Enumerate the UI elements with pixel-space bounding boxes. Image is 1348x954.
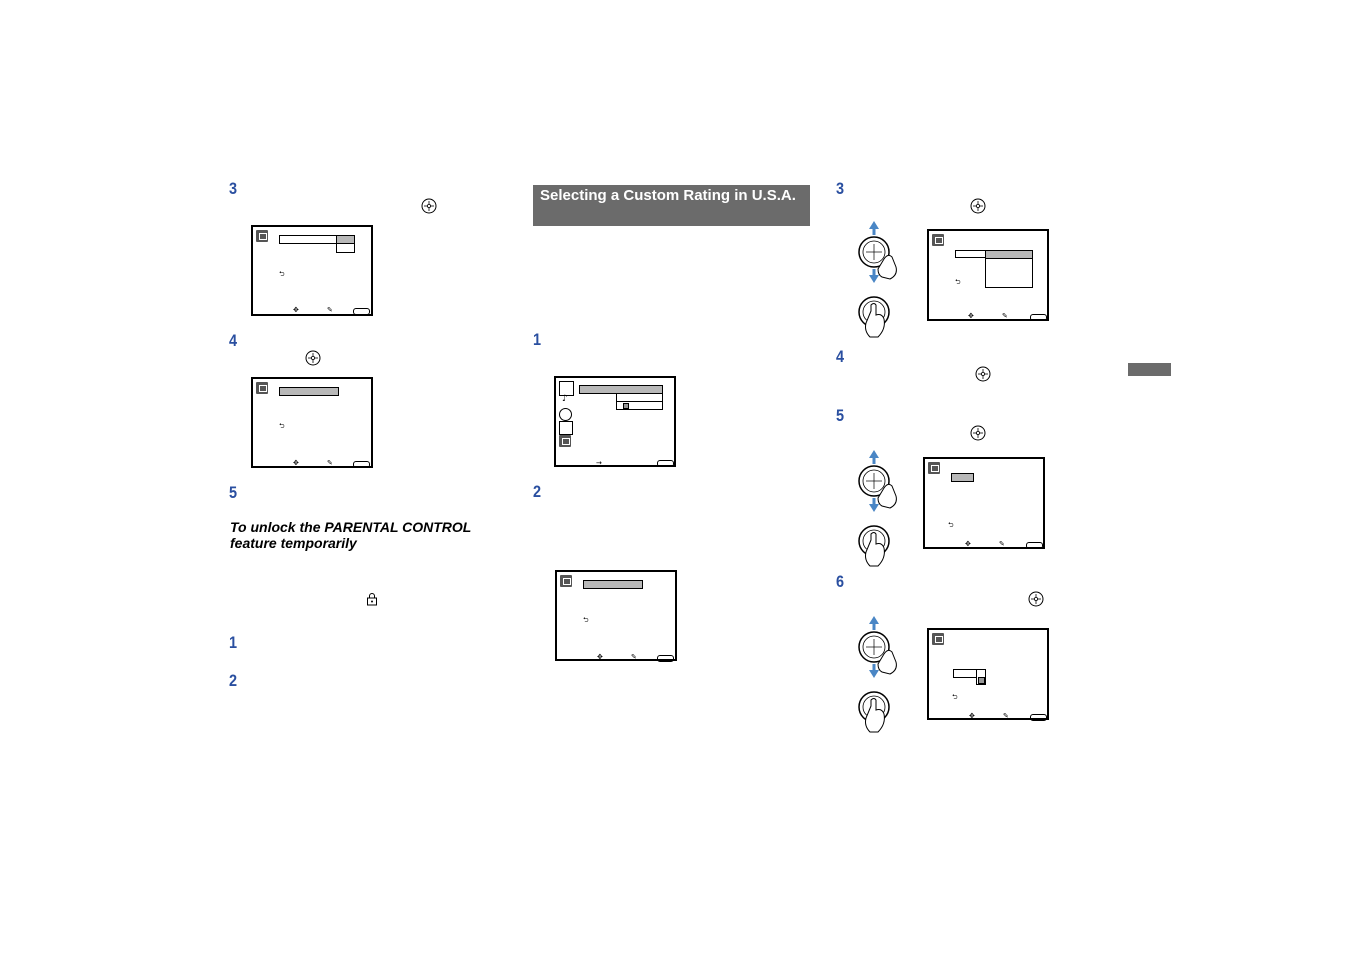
step-number: 5 [836,406,845,425]
step-number: 3 [836,179,845,198]
selected-option [951,473,974,482]
section-heading-box: Selecting a Custom Rating in U.S.A. [533,185,810,226]
step-number: 2 [229,671,238,690]
exit-pill [1030,714,1047,721]
select-small-icon: ✎ [631,653,637,661]
select-small-icon: ✎ [327,306,333,314]
joystick-small-icon: ✥ [597,653,603,661]
exit-pill [657,460,674,467]
joystick-center-icon [421,198,437,214]
timer-icon [559,408,572,421]
step-number: 1 [229,633,238,652]
exit-pill [353,308,370,315]
menu-field [955,250,986,258]
parent-menu-icon [559,435,571,447]
joystick-center-icon [1028,591,1044,607]
parent-menu-icon [560,575,572,587]
return-arrow-icon: ⮌ [583,616,589,624]
section-heading: Selecting a Custom Rating in U.S.A. [540,187,796,204]
parent-menu-icon [256,230,268,242]
step-number: 1 [533,330,542,349]
joystick-small-icon: ✥ [968,312,974,320]
return-arrow-icon: → [596,459,602,467]
joystick-small-icon: ✥ [293,306,299,314]
chapter-side-tab [1128,363,1171,376]
select-small-icon: ✎ [1002,312,1008,320]
joystick-center-icon [970,198,986,214]
tv-menu-screen: ⮌ ✥ ✎ [923,457,1045,549]
exit-pill [1030,314,1047,321]
return-arrow-icon: ⮌ [948,521,954,529]
tv-menu-screen: ⮌ ✥ ✎ [555,570,677,662]
select-small-icon: ✎ [327,459,333,467]
selected-option [279,387,339,396]
parent-menu-icon [932,234,944,246]
return-arrow-icon: ⮌ [952,693,958,701]
slider-knob [623,403,629,409]
select-small-icon: ✎ [1003,712,1009,720]
tv-menu-screen: ⮌ ✥ ✎ [251,225,373,316]
joystick-center-icon [970,425,986,441]
joystick-center-icon [305,350,321,366]
exit-pill [353,461,370,468]
menu-field [279,235,337,244]
tv-menu-screen: ⮌ ✥ ✎ [927,628,1049,721]
joystick-small-icon: ✥ [965,540,971,548]
lock-icon [367,593,377,606]
return-arrow-icon: ⮌ [279,422,285,430]
tv-menu-screen: ⮌ ✥ ✎ [251,377,373,468]
step-number: 6 [836,572,845,591]
selected-option [583,580,643,589]
remote-hand-icon [858,450,897,567]
exit-pill [657,655,674,662]
parent-menu-icon [256,382,268,394]
subheading: To unlock the PARENTAL CONTROL feature t… [230,519,472,551]
audio-icon: ♪ [562,394,568,404]
video-icon [559,381,574,396]
channel-icon [559,421,573,435]
lock-icon [978,677,985,684]
exit-pill [1026,542,1043,549]
select-small-icon: ✎ [999,540,1005,548]
parent-menu-icon [932,633,944,645]
joystick-center-icon [975,366,991,382]
joystick-small-icon: ✥ [293,459,299,467]
tv-menu-screen: ⮌ ✥ ✎ [927,229,1049,321]
return-arrow-icon: ⮌ [955,278,961,286]
step-number: 4 [836,347,845,366]
parent-menu-icon [928,462,940,474]
return-arrow-icon: ⮌ [279,270,285,278]
remote-hand-icon [858,221,897,338]
step-number: 3 [229,179,238,198]
remote-hand-icon [858,616,897,733]
tv-main-menu-screen: ♪ → [554,376,676,467]
option-box [336,243,355,253]
step-number: 4 [229,331,238,350]
step-number: 2 [533,482,542,501]
joystick-small-icon: ✥ [969,712,975,720]
option-box [616,401,663,410]
step-number: 5 [229,483,238,502]
option-list [985,258,1033,288]
